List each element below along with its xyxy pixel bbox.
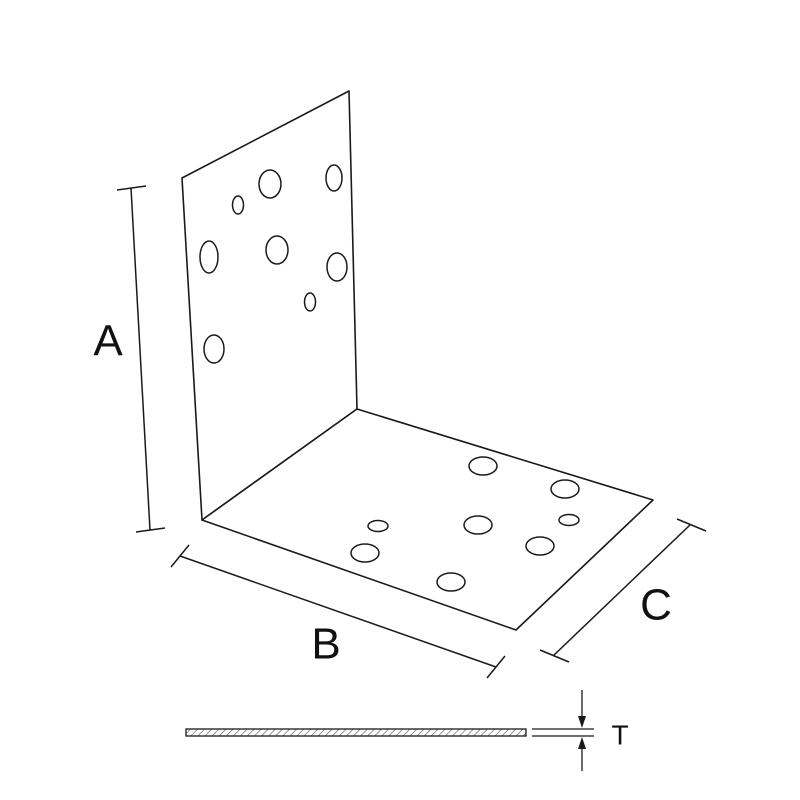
horizontal-plate-holes bbox=[350, 456, 580, 592]
thickness-section bbox=[185, 728, 527, 737]
hole bbox=[199, 240, 219, 274]
hole bbox=[525, 536, 555, 556]
vertical-plate-holes bbox=[199, 164, 348, 364]
hole bbox=[258, 169, 282, 199]
label-b: B bbox=[311, 620, 340, 669]
dimension-t-arrows bbox=[578, 716, 586, 749]
hole bbox=[203, 334, 225, 364]
hole bbox=[550, 479, 580, 499]
hole bbox=[558, 513, 580, 527]
hole bbox=[463, 515, 493, 535]
label-a: A bbox=[93, 317, 123, 366]
hole bbox=[303, 292, 317, 312]
hole bbox=[367, 519, 389, 533]
hole bbox=[350, 543, 380, 563]
dimension-c bbox=[539, 518, 707, 663]
hole bbox=[265, 235, 289, 265]
label-t: T bbox=[611, 719, 628, 750]
horizontal-plate bbox=[201, 408, 654, 631]
dimension-t bbox=[532, 690, 594, 771]
dimension-a bbox=[116, 185, 166, 533]
dimension-b bbox=[170, 544, 506, 679]
hole bbox=[468, 456, 498, 476]
hole bbox=[231, 195, 245, 215]
label-c: C bbox=[640, 581, 672, 630]
hole bbox=[326, 252, 348, 282]
hole bbox=[325, 164, 343, 192]
hole bbox=[436, 572, 466, 592]
